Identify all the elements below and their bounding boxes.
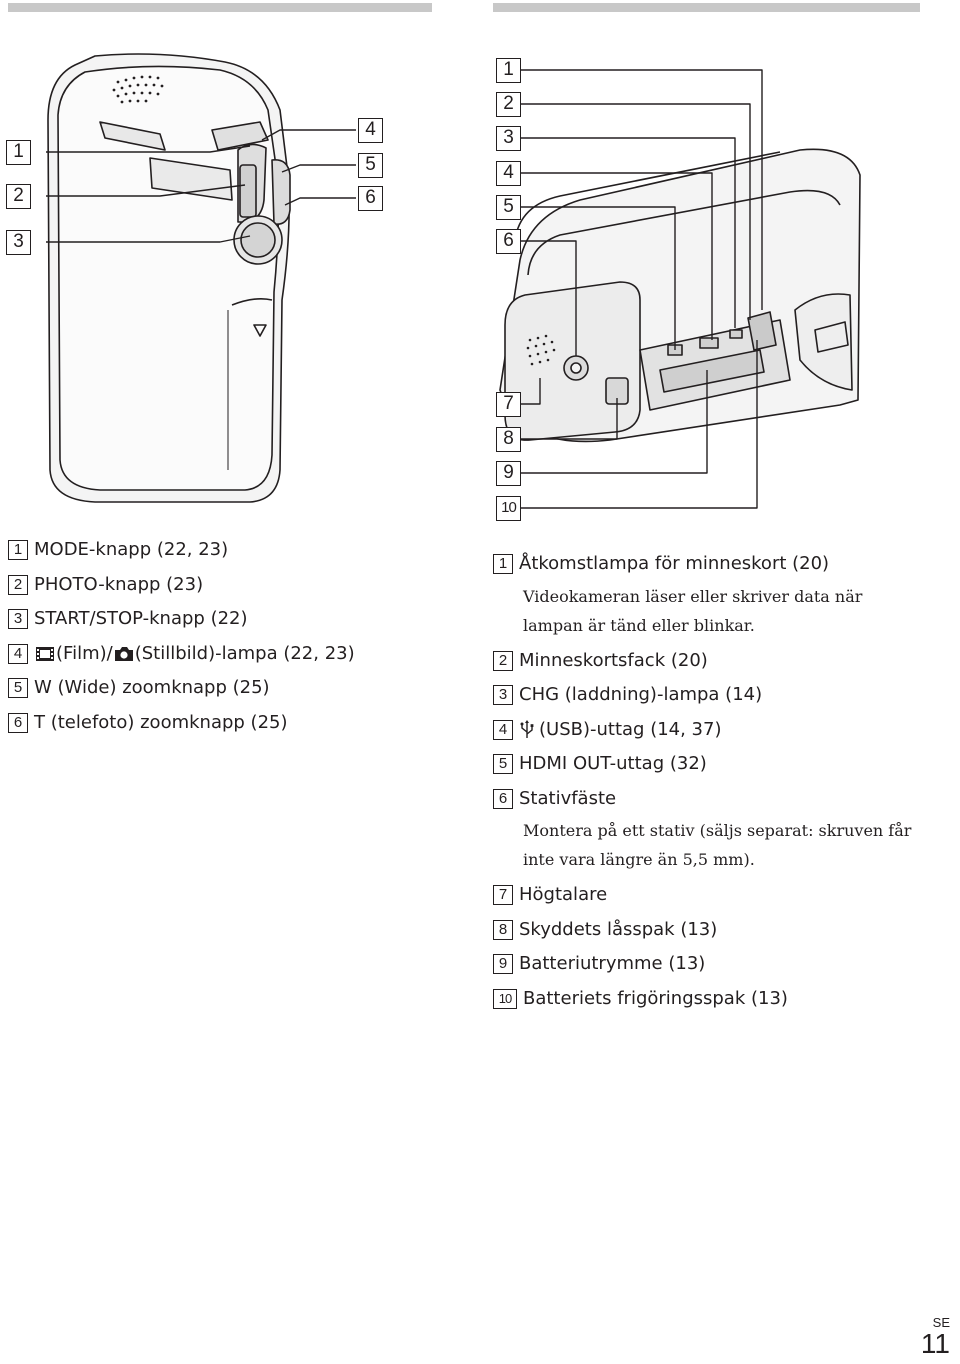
front-parts-legend: 1 MODE-knapp (22, 23) 2 PHOTO-knapp (23)…	[8, 533, 428, 740]
item-label: Batteriutrymme (13)	[519, 953, 706, 974]
fig-callout-left-3: 3	[6, 230, 31, 255]
item-number: 4	[8, 643, 28, 664]
fig-callout-right-7: 7	[496, 392, 521, 417]
item-number: 7	[493, 885, 513, 906]
fig-callout-left-6: 6	[358, 186, 383, 211]
item-number: 1	[8, 540, 28, 561]
fig-callout-left-5: 5	[358, 153, 383, 178]
left-callout-lines	[46, 129, 356, 243]
item-label: MODE-knapp (22, 23)	[34, 539, 229, 560]
item-number: 2	[8, 574, 28, 595]
camera-illustration	[46, 53, 861, 509]
fig-callout-left-2: 2	[6, 184, 31, 209]
item-number: 5	[8, 678, 28, 699]
header-bar-left	[8, 3, 432, 12]
item-label: W (Wide) zoomknapp (25)	[34, 677, 270, 698]
legend-item: 3 CHG (laddning)-lampa (14)	[493, 678, 953, 713]
legend-item: 4 (Film)/ (Stillbild)-lampa (22, 23)	[8, 637, 428, 672]
legend-item: 1 Åtkomstlampa för minneskort (20)	[493, 547, 953, 582]
item-number: 5	[493, 754, 513, 775]
legend-item: 10 Batteriets frigöringsspak (13)	[493, 982, 953, 1017]
item-label: (USB)-uttag (14, 37)	[539, 718, 722, 740]
legend-item: 2 Minneskortsfack (20)	[493, 644, 953, 679]
camera-bottom-drawing	[499, 148, 861, 443]
legend-item: 5 W (Wide) zoomknapp (25)	[8, 671, 428, 706]
fig-callout-right-9: 9	[496, 461, 521, 486]
legend-item: 1 MODE-knapp (22, 23)	[8, 533, 428, 568]
legend-item: 8 Skyddets låsspak (13)	[493, 913, 953, 948]
header-bar-right	[493, 3, 920, 12]
item-label: Batteriets frigöringsspak (13)	[523, 987, 788, 1009]
fig-callout-right-1: 1	[496, 58, 521, 83]
fig-callout-right-4: 4	[496, 161, 521, 186]
page-number-block: SE 11	[921, 1316, 950, 1358]
item-number: 8	[493, 919, 513, 940]
item-label-film: (Film)/	[56, 642, 113, 664]
legend-item: 3 START/STOP-knapp (22)	[8, 602, 428, 637]
legend-item: 4 (USB)-uttag (14, 37)	[493, 713, 953, 748]
item-label: START/STOP-knapp (22)	[34, 608, 248, 629]
page-number: 11	[920, 1328, 950, 1359]
item-note-line: lampan är tänd eller blinkar.	[523, 615, 755, 635]
film-icon	[36, 646, 54, 661]
item-number: 4	[493, 719, 513, 740]
item-number: 3	[493, 685, 513, 706]
legend-item: 7 Högtalare	[493, 878, 953, 913]
item-label: PHOTO-knapp (23)	[34, 573, 204, 595]
item-label: T (telefoto) zoomknapp (25)	[34, 711, 288, 733]
legend-item: 6 Stativfäste	[493, 782, 953, 817]
camera-front-drawing	[47, 53, 291, 503]
legend-item: 2 PHOTO-knapp (23)	[8, 568, 428, 603]
item-label: Högtalare	[519, 884, 608, 905]
item-label: Skyddets låsspak (13)	[519, 918, 718, 940]
item-label-still: (Stillbild)-lampa (22, 23)	[134, 642, 355, 664]
fig-callout-left-1: 1	[6, 140, 31, 165]
fig-callout-right-6: 6	[496, 229, 521, 254]
fig-callout-right-10: 10	[496, 496, 521, 521]
item-number: 9	[493, 954, 513, 975]
item-number: 6	[8, 712, 28, 733]
item-note-line: Montera på ett stativ (säljs separat: sk…	[523, 821, 912, 840]
item-label: HDMI OUT-uttag (32)	[519, 753, 707, 774]
fig-callout-right-5: 5	[496, 195, 521, 220]
item-label: Åtkomstlampa för minneskort (20)	[519, 553, 830, 574]
legend-item: 9 Batteriutrymme (13)	[493, 947, 953, 982]
fig-callout-right-3: 3	[496, 126, 521, 151]
fig-callout-right-8: 8	[496, 427, 521, 452]
item-label: CHG (laddning)-lampa (14)	[519, 684, 763, 705]
item-number: 2	[493, 650, 513, 671]
legend-item: 5 HDMI OUT-uttag (32)	[493, 747, 953, 782]
legend-item: 6 T (telefoto) zoomknapp (25)	[8, 706, 428, 741]
bottom-parts-legend: 1 Åtkomstlampa för minneskort (20) Video…	[493, 547, 953, 1016]
usb-icon	[520, 719, 534, 738]
right-callout-lines	[520, 69, 763, 509]
item-number: 6	[493, 788, 513, 809]
item-number: 10	[493, 988, 517, 1009]
item-number: 3	[8, 609, 28, 630]
item-label: Stativfäste	[519, 787, 617, 809]
camera-icon	[114, 646, 133, 661]
item-label: Minneskortsfack (20)	[519, 649, 708, 671]
fig-callout-left-4: 4	[358, 118, 383, 143]
item-note-line: Videokameran läser eller skriver data nä…	[523, 586, 863, 606]
fig-callout-right-2: 2	[496, 92, 521, 117]
language-code: SE	[932, 1315, 950, 1330]
item-number: 1	[493, 554, 513, 575]
item-note-line: inte vara längre än 5,5 mm).	[523, 850, 755, 869]
